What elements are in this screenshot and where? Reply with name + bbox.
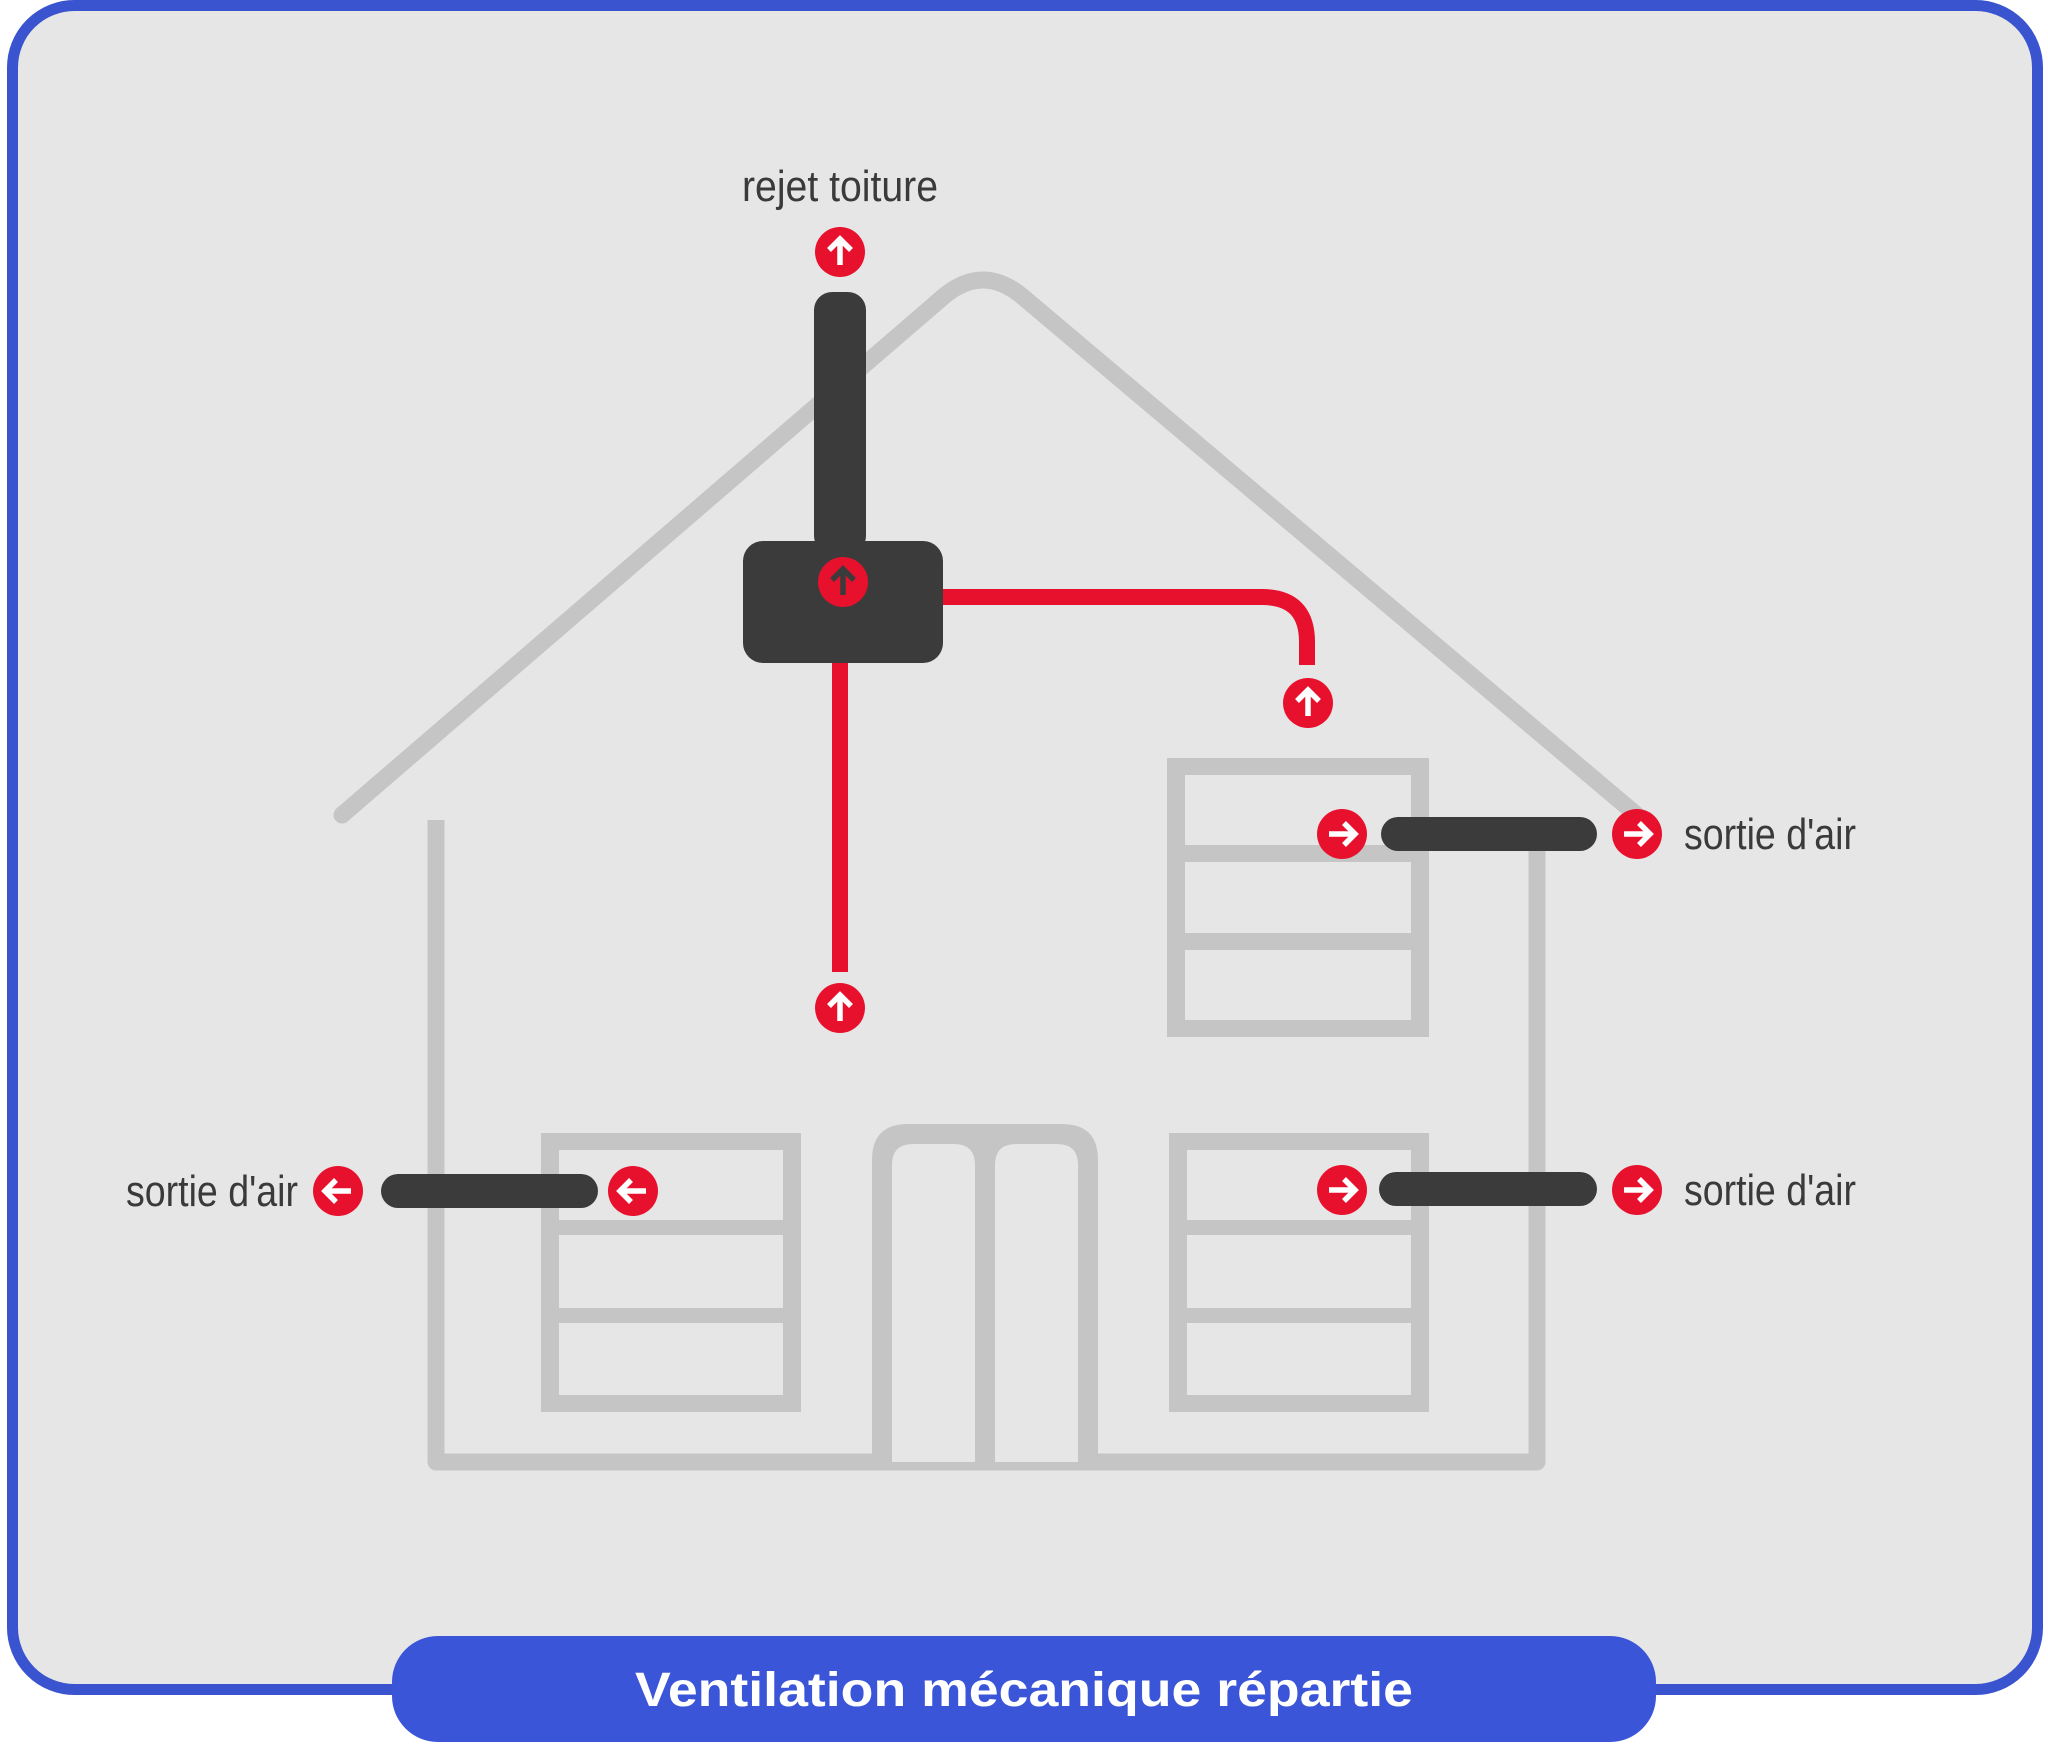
airflow-up-icon-roof: [815, 227, 865, 277]
airflow-right-icon-upper-outer: [1612, 809, 1662, 859]
airflow-icons: [313, 227, 1662, 1216]
air-outlet-label-lower-right: sortie d'air: [1684, 1166, 1856, 1215]
airflow-ducts-red: [832, 589, 1315, 972]
window-lower-left: [541, 1133, 801, 1412]
house-outline: [333, 271, 1654, 1471]
wall-duct-upper-right: [1381, 817, 1597, 851]
airflow-up-icon-attic: [1283, 678, 1333, 728]
air-outlet-label-lower-left: sortie d'air: [126, 1167, 298, 1216]
caption-banner-background: [392, 1636, 1656, 1742]
window-upper-right: [1167, 758, 1429, 1037]
front-door: [872, 1124, 1098, 1462]
airflow-up-icon-ground-floor: [815, 983, 865, 1033]
airflow-left-icon-lower-outer: [313, 1166, 363, 1216]
airflow-up-icon-fan-unit: [818, 557, 868, 607]
wall-duct-lower-left: [381, 1174, 598, 1208]
roof-exhaust-label: rejet toiture: [742, 162, 938, 211]
wall-duct-lower-right: [1379, 1172, 1597, 1206]
roof-exhaust-duct: [814, 292, 866, 554]
house-roof: [333, 271, 1654, 831]
duct-run-to-attic-right: [943, 589, 1315, 665]
airflow-right-icon-lower-outer: [1612, 1165, 1662, 1215]
caption-banner: Ventilation mécanique répartie: [392, 1636, 1656, 1742]
caption-banner-title: Ventilation mécanique répartie: [635, 1664, 1413, 1717]
airflow-right-icon-lower-inner: [1317, 1165, 1367, 1215]
airflow-left-icon-lower-inner: [608, 1166, 658, 1216]
air-outlet-label-upper-right: sortie d'air: [1684, 810, 1856, 859]
airflow-right-icon-upper-inner: [1317, 809, 1367, 859]
extraction-unit-group: [381, 292, 1597, 1208]
